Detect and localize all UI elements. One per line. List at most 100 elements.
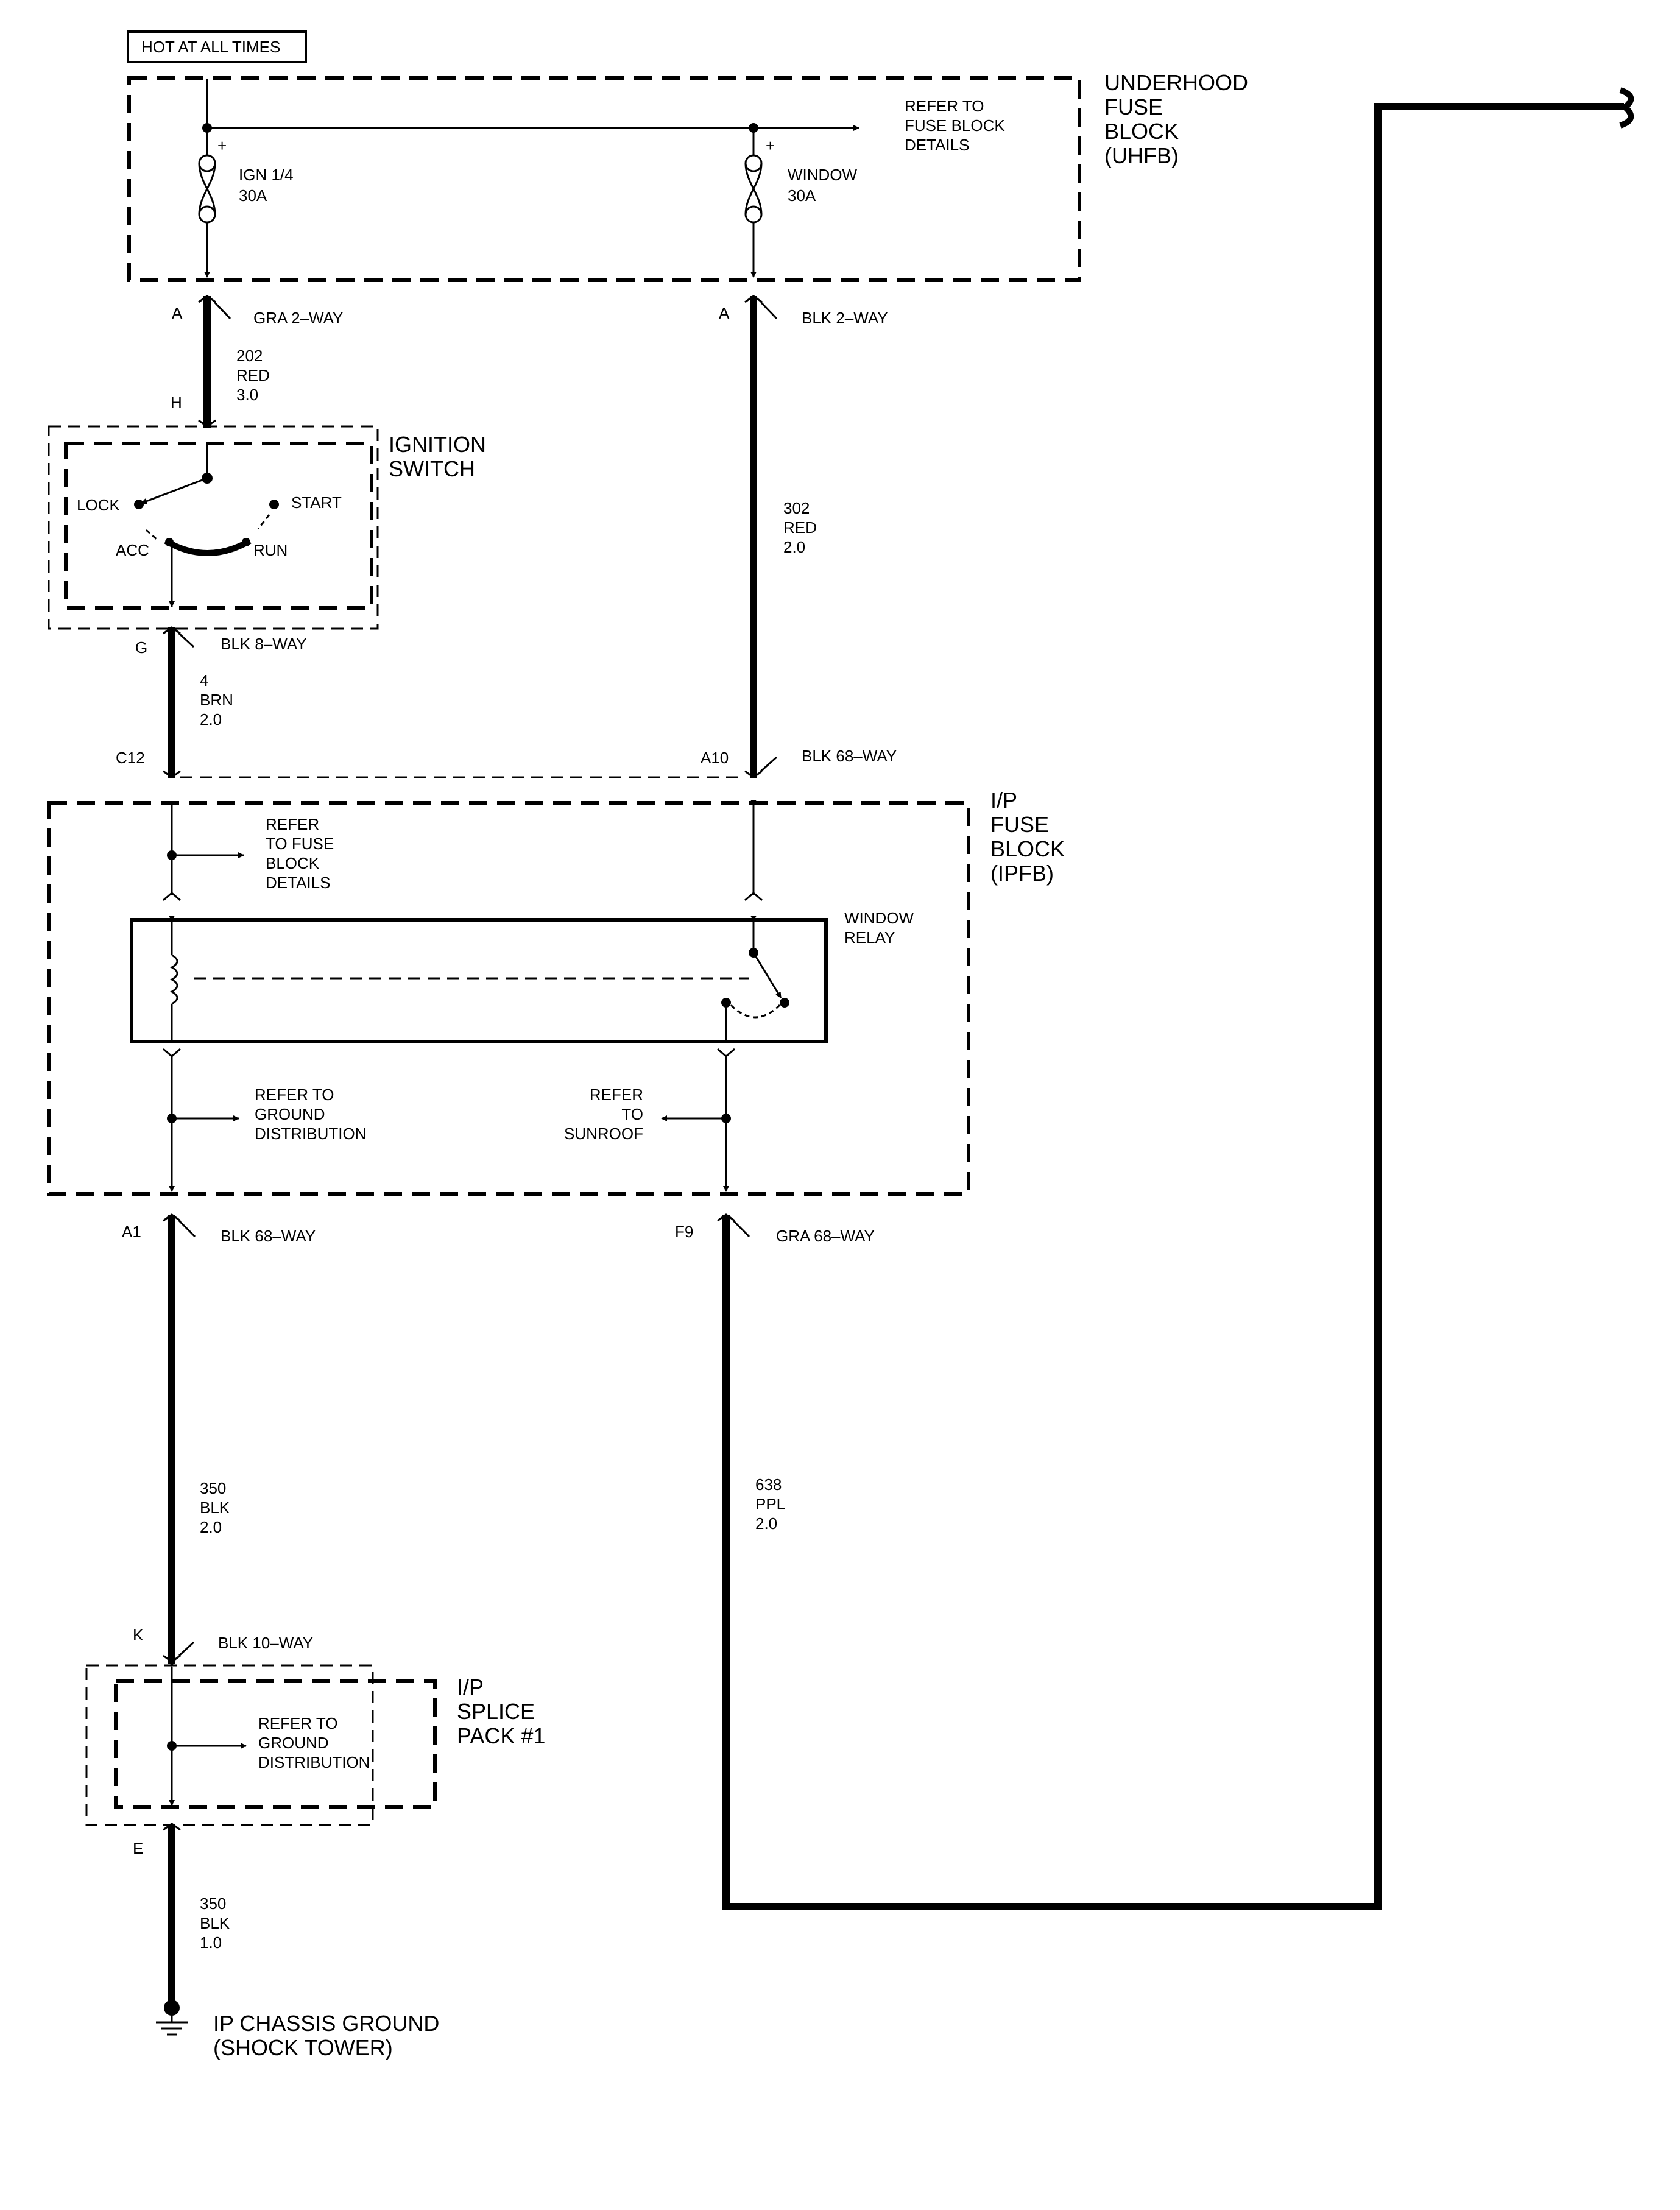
wire-label: 302: [783, 499, 810, 517]
relay-label-line: WINDOW: [844, 909, 914, 927]
uhfb-title-line: BLOCK: [1104, 119, 1179, 144]
right-upper-circuit: A BLK 2–WAY 302 RED 2.0 A10 BLK 68–WAY: [701, 295, 897, 778]
wire-label: 2.0: [783, 538, 805, 556]
ipfb-refer-line: TO FUSE: [266, 835, 334, 853]
ground-icon: [156, 2014, 188, 2036]
splice-refer-line: REFER TO: [258, 1714, 338, 1732]
connector-label: BLK 2–WAY: [802, 309, 888, 327]
ignition-lock-label: LOCK: [77, 496, 120, 514]
underhood-fuse-block: UNDERHOOD FUSE BLOCK (UHFB) REFER TO FUS…: [127, 70, 1248, 282]
ipfb-sunroof-line: REFER: [590, 1086, 643, 1104]
pin-label: A1: [122, 1223, 141, 1241]
left-mid-circuit: G BLK 8–WAY 4 BRN 2.0 C12: [116, 626, 307, 778]
wire-label: PPL: [755, 1495, 785, 1513]
ignition-run-label: RUN: [253, 541, 288, 559]
ipfb-title-line: BLOCK: [990, 836, 1065, 861]
lower-right-circuit: F9 GRA 68–WAY 638 PPL 2.0: [675, 87, 1634, 1910]
wire-label: RED: [783, 518, 817, 537]
wire-label: 2.0: [755, 1514, 777, 1533]
relay-coil-icon: [169, 954, 178, 1005]
ignition-switch: IGNITION SWITCH LOCK START ACC RUN: [48, 425, 486, 630]
uhfb-refer-line: FUSE BLOCK: [905, 116, 1005, 135]
wire-label: 638: [755, 1475, 782, 1494]
splice-title-line: PACK #1: [457, 1723, 545, 1748]
wire-label: 2.0: [200, 1518, 222, 1536]
uhfb-refer-line: REFER TO: [905, 97, 984, 115]
fuse-plus: +: [766, 136, 775, 155]
connector-mark-icon: [744, 770, 763, 778]
connector-label: BLK 10–WAY: [218, 1634, 313, 1652]
uhfb-title-line: UNDERHOOD: [1104, 70, 1248, 95]
lock-contact-dot: [134, 500, 144, 509]
left-upper-circuit: A GRA 2–WAY 202 RED 3.0 H: [171, 295, 343, 428]
hot-at-all-times-label: HOT AT ALL TIMES: [127, 30, 307, 63]
switch-arm-icon: [141, 477, 208, 504]
pin-label: C12: [116, 749, 145, 767]
ground-label-line: IP CHASSIS GROUND: [213, 2011, 439, 2036]
ipfb-title-line: FUSE: [990, 812, 1049, 837]
wire-label: 2.0: [200, 710, 222, 729]
lower-left-circuit: A1 BLK 68–WAY 350 BLK 2.0 K BLK 10–WAY: [122, 1213, 316, 1664]
connector-mark-icon: [163, 770, 181, 778]
wire-label: 350: [200, 1479, 226, 1497]
ignition-start-label: START: [291, 493, 342, 512]
wire-label: 3.0: [236, 386, 258, 404]
pin-label: F9: [675, 1223, 693, 1241]
fuse-window-icon: [744, 128, 763, 278]
relay-contact-arm-icon: [752, 952, 782, 998]
window-relay: WINDOW RELAY: [130, 909, 914, 1043]
splice-refer-line: GROUND: [258, 1734, 329, 1752]
ipfb-title-line: (IPFB): [990, 861, 1054, 886]
splice-title-line: I/P: [457, 1675, 484, 1700]
uhfb-title-line: FUSE: [1104, 94, 1163, 119]
ipfb-refer-line: REFER: [266, 815, 319, 833]
connector-mark-icon: [717, 1048, 735, 1057]
ipfb-sunroof-line: SUNROOF: [564, 1124, 643, 1143]
ignition-title-line: IGNITION: [389, 432, 486, 457]
connector-label: GRA 2–WAY: [253, 309, 343, 327]
ipfb-refer-line: BLOCK: [266, 854, 320, 872]
start-contact-dot: [269, 500, 279, 509]
pin-label: E: [133, 1839, 143, 1857]
wire-label: RED: [236, 366, 270, 384]
relay-label-line: RELAY: [844, 928, 895, 947]
wire-label: 202: [236, 347, 263, 365]
connector-label: GRA 68–WAY: [776, 1227, 875, 1245]
fuse-ign-rating: 30A: [239, 186, 267, 205]
connector-mark-icon: [163, 1048, 181, 1057]
wire-label: BRN: [200, 691, 233, 709]
wire-label: 1.0: [200, 1933, 222, 1952]
connector-label: BLK 8–WAY: [221, 635, 307, 653]
acc-run-contact-bar: [164, 538, 252, 556]
pin-label: H: [171, 394, 182, 412]
wire-label: 350: [200, 1894, 226, 1913]
ipfb-ground-line: REFER TO: [255, 1086, 334, 1104]
connector-label: BLK 68–WAY: [221, 1227, 316, 1245]
wire-label: 4: [200, 671, 208, 690]
hot-label-text: HOT AT ALL TIMES: [141, 38, 280, 56]
wire-label: BLK: [200, 1914, 230, 1932]
ground-circuit: E 350 BLK 1.0 IP CHASSIS GROUND (SHOCK T…: [133, 1823, 439, 2060]
ignition-acc-label: ACC: [116, 541, 149, 559]
uhfb-title-line: (UHFB): [1104, 143, 1179, 168]
fuse-window-rating: 30A: [788, 186, 816, 205]
fuse-window-name: WINDOW: [788, 166, 858, 184]
fuse-ign-icon: [198, 128, 216, 278]
ipfb-sunroof-line: TO: [621, 1105, 643, 1123]
ipfb-refer-line: DETAILS: [266, 874, 330, 892]
splice-title-line: SPLICE: [457, 1699, 535, 1724]
ignition-title-line: SWITCH: [389, 456, 475, 481]
ip-splice-pack: I/P SPLICE PACK #1 REFER TO GROUND DISTR…: [85, 1661, 545, 1826]
fuse-plus: +: [217, 136, 227, 155]
ipfb-ground-line: DISTRIBUTION: [255, 1124, 366, 1143]
connector-mark-icon: [163, 892, 181, 902]
wire-label: BLK: [200, 1499, 230, 1517]
ground-point-dot: [164, 2000, 180, 2016]
wire-continuation-break-icon: [1619, 87, 1634, 129]
pin-label: A10: [701, 749, 729, 767]
ground-label-line: (SHOCK TOWER): [213, 2035, 393, 2060]
connector-label: BLK 68–WAY: [802, 747, 897, 765]
ipfb-ground-line: GROUND: [255, 1105, 325, 1123]
uhfb-refer-line: DETAILS: [905, 136, 969, 154]
